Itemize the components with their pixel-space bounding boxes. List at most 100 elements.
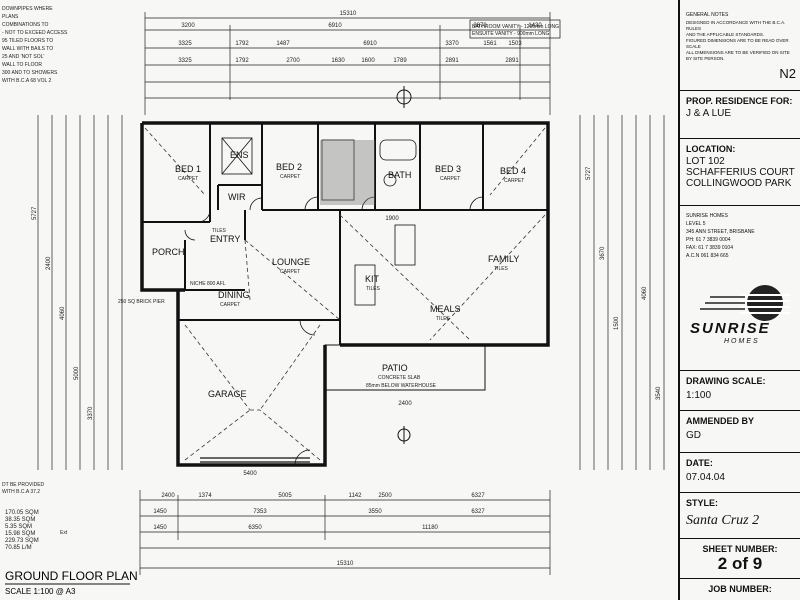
date-label: DATE:: [686, 458, 713, 468]
top2-dim-2: 1792: [235, 41, 249, 47]
general-note-line: DESIGNED IN ACCORDANCE WITH THE B.C.A. R…: [686, 20, 786, 31]
sheet-code: N2: [779, 66, 796, 81]
room-kit: KIT: [365, 274, 380, 284]
room-bed4-finish: CARPET: [504, 178, 524, 184]
company-details: SUNRISE HOMES LEVEL 5 345 ANN STREET, BR…: [686, 212, 755, 260]
left-dim-2: 2400: [46, 256, 52, 270]
area-value: 170.05 SQM: [5, 510, 39, 516]
bottom2-dim-4: 6327: [471, 509, 485, 515]
location-lines: LOT 102 SCHAFFERIUS COURT COLLINGWOOD PA…: [686, 156, 795, 189]
divider: [680, 578, 800, 579]
top-dim-3: 3870: [473, 23, 487, 29]
north-arrow-icon: [396, 86, 412, 108]
left-dim-3: 4060: [60, 306, 66, 320]
left-dim-4: 5000: [74, 366, 80, 380]
bottom3-dim-2: 6350: [248, 525, 262, 531]
note-line: 25 AND 'NOT SOL': [2, 54, 44, 60]
general-notes-top-left: DOWNPIPES WHERE PLANS COMBINATIONS TO - …: [2, 6, 68, 84]
right-dim-4: 4060: [642, 286, 648, 300]
sheet-number-label: SHEET NUMBER:: [702, 544, 778, 554]
kit-bench-dim: 1900: [385, 216, 399, 222]
floor-plan-drawing: 15310 3200 6910 3870 1430 3325 1792 1487…: [2, 6, 665, 596]
general-note-line: AND THE APPLICABLE STANDARDS.: [686, 32, 765, 37]
note-line: - NOT TO EXCEED ACCESS: [2, 30, 68, 36]
general-notes: DESIGNED IN ACCORDANCE WITH THE B.C.A. R…: [686, 20, 796, 62]
divider: [680, 205, 800, 206]
top3-dim-7: 2891: [445, 58, 459, 64]
room-bed4: BED 4: [500, 166, 526, 176]
room-meals: MEALS: [430, 304, 461, 314]
divider: [680, 90, 800, 91]
left-dim-5: 3370: [88, 406, 94, 420]
top3-dim-6: 1789: [393, 58, 407, 64]
vanity-note-2: ENSUITE VANITY - 900mm LONG: [472, 31, 549, 37]
divider: [680, 138, 800, 139]
area-value: 5.35 SQM: [5, 524, 32, 530]
note-line: WALL WITH BAILS TO: [2, 46, 53, 52]
style-label: STYLE:: [686, 498, 719, 508]
room-patio: PATIO: [382, 363, 408, 373]
room-bed3-finish: CARPET: [440, 176, 460, 182]
vanity-note-box: [469, 19, 561, 39]
divider: [680, 410, 800, 411]
bottom1-dim-6: 6327: [471, 493, 485, 499]
room-lounge-finish: CARPET: [280, 269, 300, 275]
bca-note-2: WITH B.C.A 37.2: [2, 489, 40, 495]
overall-bottom-dim: 15310: [337, 561, 354, 567]
top2-dim-4: 6910: [363, 41, 377, 47]
bottom-dimension-lines: [139, 490, 551, 575]
top-dim-4: 1430: [528, 23, 542, 29]
amended-label: AMMENDED BY: [686, 416, 755, 426]
patio-level-note: 85mm BELOW WATERHOUSE: [366, 383, 437, 389]
top-dimension-lines: [144, 12, 551, 115]
sunrise-logo: [700, 285, 790, 321]
top2-dim-7: 1503: [508, 41, 522, 47]
scale-value: 1:100: [686, 390, 712, 401]
room-entry: ENTRY: [210, 234, 240, 244]
room-dining-finish: CARPET: [220, 302, 240, 308]
room-patio-finish: CONCRETE SLAB: [378, 375, 421, 381]
company-line: SUNRISE HOMES: [686, 213, 728, 219]
logo-subtext: HOMES: [724, 338, 760, 345]
prop-value: J & A LUE: [686, 108, 732, 119]
top2-dim-3: 1487: [276, 41, 290, 47]
top-dim-2: 6910: [328, 23, 342, 29]
right-dim-1: 5727: [586, 166, 592, 180]
right-dim-2: 3670: [600, 246, 606, 260]
patio-outline: [324, 344, 486, 391]
company-line: A.C.N 061 834 665: [686, 253, 729, 259]
company-line: PH: 61 7 3839 0004: [686, 237, 731, 243]
plan-title: GROUND FLOOR PLAN: [5, 569, 138, 583]
top3-dim-3: 2700: [286, 58, 300, 64]
patio-width-dim: 2400: [398, 401, 412, 407]
note-line: 95 TILED FLOORS TO: [2, 38, 53, 44]
left-dim-1: 5727: [32, 206, 38, 220]
datum-mark-icon: [397, 426, 411, 444]
room-bed3: BED 3: [435, 164, 461, 174]
note-line: COMBINATIONS TO: [2, 22, 49, 28]
ext-annotation: Ext: [60, 530, 68, 536]
prop-label: PROP. RESIDENCE FOR:: [686, 96, 793, 106]
bottom1-dim-2: 1374: [198, 493, 212, 499]
right-dim-3: 1500: [614, 316, 620, 330]
bottom3-dim-3: 11180: [422, 525, 438, 531]
divider: [680, 370, 800, 371]
area-value: 38.35 SQM: [5, 517, 35, 523]
room-family-finish: TILES: [494, 266, 509, 272]
sheet-number-value: 2 of 9: [717, 554, 763, 573]
room-bed2-finish: CARPET: [280, 174, 300, 180]
scale-label: DRAWING SCALE:: [686, 376, 766, 386]
note-line: DOWNPIPES WHERE: [2, 6, 53, 12]
top2-dim-1: 3325: [178, 41, 192, 47]
bottom2-dim-3: 3550: [368, 509, 382, 515]
bottom1-dim-3: 5005: [278, 493, 292, 499]
niche-note: NICHE 800 AFL: [190, 281, 226, 287]
bottom3-dim-1: 1450: [153, 525, 167, 531]
general-note-line: BY SITE PERSON.: [686, 56, 725, 61]
right-dim-5: 3540: [656, 386, 662, 400]
divider: [680, 538, 800, 539]
room-meals-finish: TILES: [436, 316, 451, 322]
overall-top-dim: 15310: [340, 11, 357, 17]
right-dimension-lines: [579, 115, 665, 470]
